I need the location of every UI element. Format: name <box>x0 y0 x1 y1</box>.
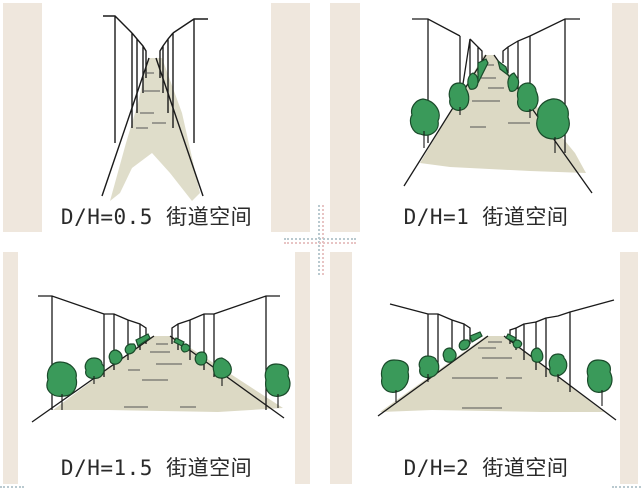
medium-street-drawing <box>403 18 593 194</box>
wide-street-drawing <box>31 295 291 423</box>
left-strip <box>330 252 352 484</box>
panel-caption: D/H=0.5 街道空间 <box>60 205 253 229</box>
panel-dh-0-5: D/H=0.5 街道空间 <box>0 0 312 236</box>
panel-dh-2: D/H=2 街道空间 <box>330 250 641 488</box>
left-strip <box>330 3 360 232</box>
tree-row <box>46 333 291 397</box>
right-strip <box>271 3 310 232</box>
very-wide-street-drawing <box>377 299 617 421</box>
right-strip <box>612 3 638 232</box>
panel-caption: D/H=1.5 街道空间 <box>60 456 253 480</box>
right-strip <box>620 252 638 484</box>
divider-dots-vertical <box>318 205 320 275</box>
street-illustration: D/H=1.5 街道空间 <box>18 252 295 484</box>
street-illustration: D/H=2 街道空间 <box>352 252 620 484</box>
left-strip <box>3 252 18 484</box>
divider-dots-horizontal <box>284 242 356 244</box>
panel-dh-1-5: D/H=1.5 街道空间 <box>0 250 312 488</box>
panel-dh-1: D/H=1 街道空间 <box>330 0 641 236</box>
divider-dots-vertical <box>322 205 324 275</box>
panel-caption: D/H=2 街道空间 <box>403 456 569 480</box>
divider-dots-horizontal <box>284 238 356 240</box>
tree-row <box>380 331 613 393</box>
street-illustration: D/H=1 街道空间 <box>360 3 612 232</box>
narrow-street-drawing <box>101 15 208 201</box>
left-strip <box>3 3 42 232</box>
tree-row <box>409 58 570 140</box>
right-strip <box>295 252 310 484</box>
panel-caption: D/H=1 街道空间 <box>403 205 569 229</box>
street-illustration: D/H=0.5 街道空间 <box>42 3 271 232</box>
